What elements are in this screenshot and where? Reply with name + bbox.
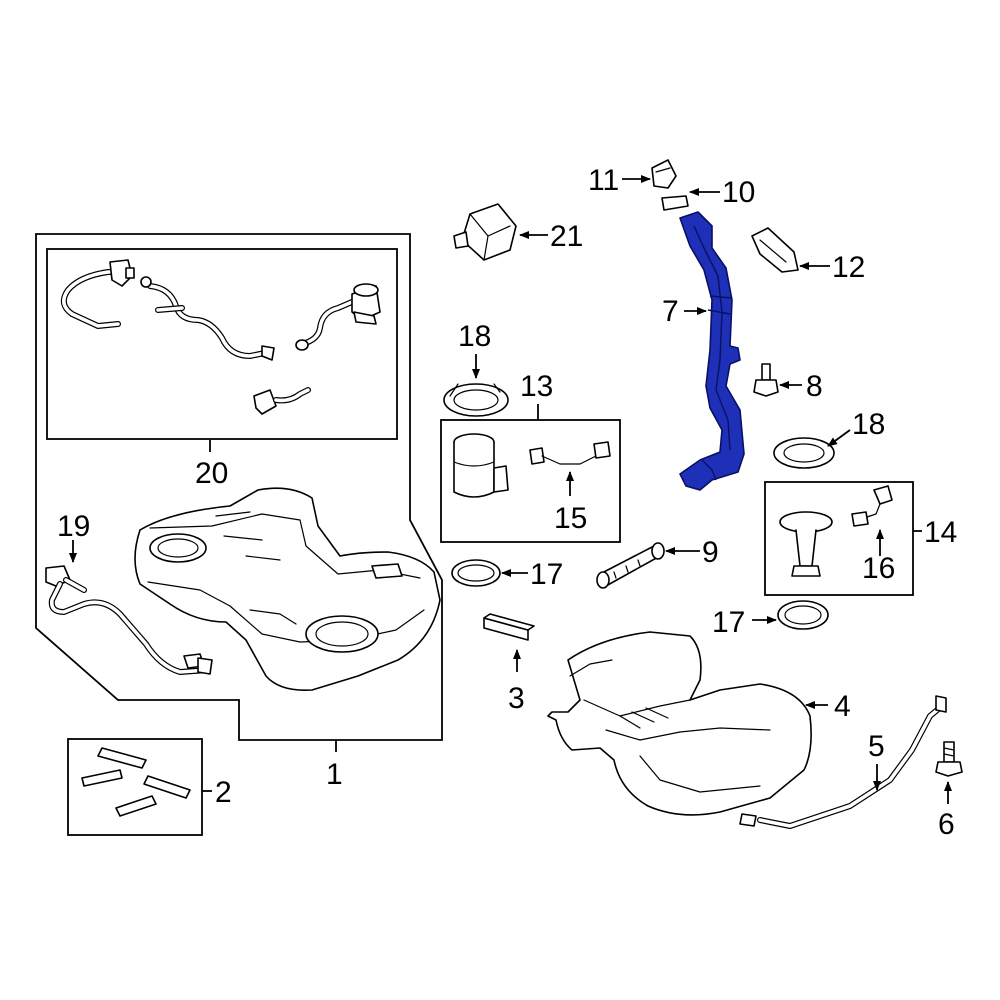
lock-ring-part-18-right[interactable] — [773, 437, 835, 469]
callout-18-right: 18 — [852, 408, 885, 441]
bolt-part-6[interactable] — [935, 741, 963, 777]
callout-1: 1 — [326, 758, 343, 791]
pad-part-3[interactable] — [483, 613, 535, 641]
callout-13: 13 — [520, 370, 553, 403]
callout-19: 19 — [57, 510, 90, 543]
callout-16: 16 — [862, 552, 895, 585]
callout-15: 15 — [554, 502, 587, 535]
callout-20: 20 — [195, 457, 228, 490]
callout-12: 12 — [832, 251, 865, 284]
filler-pipe-part-7[interactable] — [679, 211, 745, 491]
bolt-part-8[interactable] — [753, 363, 779, 397]
callout-11: 11 — [588, 164, 619, 197]
sender-unit-part-14[interactable] — [779, 511, 833, 577]
wire-harness-part-15[interactable] — [529, 441, 611, 465]
callout-18-left: 18 — [458, 320, 491, 353]
funnel-part-12[interactable] — [751, 227, 799, 273]
control-module-part-21[interactable] — [453, 203, 517, 261]
o-ring-part-10[interactable] — [661, 195, 689, 211]
callout-5: 5 — [868, 730, 885, 763]
seal-part-17-right[interactable] — [777, 600, 829, 630]
leader-18-right — [827, 429, 851, 447]
sender-unit-box — [764, 481, 914, 596]
callout-17-right: 17 — [712, 606, 745, 639]
pump-module-box — [440, 419, 621, 543]
heat-shield-part-4[interactable] — [547, 631, 812, 816]
callout-7: 7 — [662, 295, 679, 328]
insulator-pads-part-2[interactable] — [81, 747, 191, 817]
callout-4: 4 — [834, 690, 851, 723]
fuel-pump-part-13[interactable] — [453, 433, 509, 498]
seal-part-17-left[interactable] — [451, 559, 501, 587]
callout-8: 8 — [806, 370, 823, 403]
callout-17-left: 17 — [530, 558, 563, 591]
sensor-part-16[interactable] — [851, 485, 893, 527]
fuel-tank-part-1[interactable] — [134, 487, 441, 692]
callout-3: 3 — [508, 682, 525, 715]
tank-assembly-group-outline — [35, 233, 443, 741]
callout-2: 2 — [215, 776, 232, 809]
callout-14: 14 — [924, 516, 957, 549]
callout-6: 6 — [938, 808, 955, 841]
lock-ring-part-18-left[interactable] — [443, 383, 509, 417]
cap-part-11[interactable] — [651, 159, 677, 189]
fuel-line-kit-box — [46, 248, 398, 440]
hose-part-9[interactable] — [596, 542, 665, 589]
tank-strap-part-5[interactable] — [739, 695, 947, 829]
vapor-line-part-19[interactable] — [45, 565, 213, 675]
pads-box — [67, 738, 203, 836]
callout-9: 9 — [702, 536, 719, 569]
callout-10: 10 — [722, 176, 755, 209]
fuel-line-kit-part-20[interactable] — [60, 259, 381, 415]
callout-21: 21 — [550, 220, 583, 253]
